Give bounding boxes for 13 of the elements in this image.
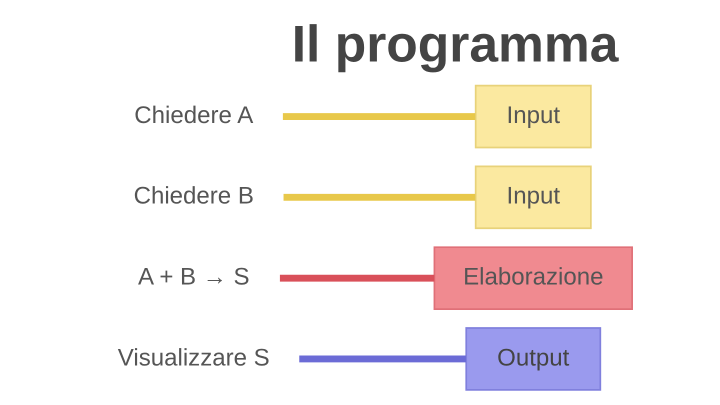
node-box: Elaborazione <box>433 246 632 310</box>
connector <box>298 356 466 362</box>
node-text: Visualizzare S <box>117 344 270 372</box>
node-box: Input <box>474 84 592 148</box>
connector <box>279 274 434 282</box>
connector <box>283 194 475 201</box>
node-text: A + B → S <box>137 264 250 291</box>
node-box: Output <box>464 327 601 391</box>
node-text: Chiedere A <box>134 102 253 129</box>
node-box: Input <box>474 166 592 230</box>
connector <box>282 113 475 120</box>
node-text: Chiedere B <box>133 182 254 210</box>
diagram-title: Il programma <box>291 14 618 73</box>
